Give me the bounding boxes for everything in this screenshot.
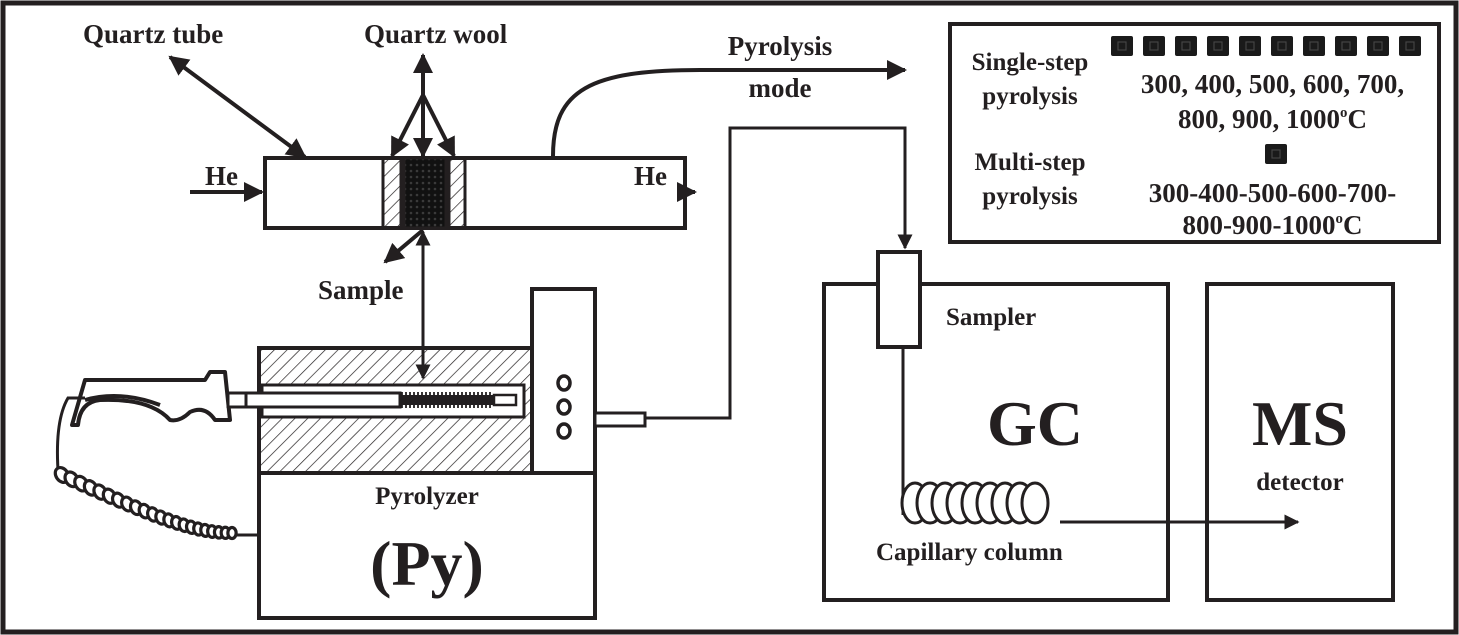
sample-cup-icon [1335,36,1357,56]
sample-cup-icon [1111,36,1133,56]
transfer-line [645,126,913,420]
multi-step-label-line2: pyrolysis [982,183,1078,210]
pyrolysis-mode-label-line2: mode [748,73,812,103]
sample-cup-icon [1143,36,1165,56]
sample-cup-icon [1399,36,1421,56]
indicator-light [556,422,572,440]
pyrolyzer-furnace [241,346,534,475]
probe-handle [70,370,248,427]
probe-cord [55,396,85,471]
ms-label: MS [1252,388,1348,459]
quartz-tube [263,156,687,230]
pyrolysis-mode-box [948,22,1441,244]
cord-loop [226,525,238,541]
probe-tip [492,393,518,407]
degree-symbol: o [1340,105,1348,121]
capillary-column-label: Capillary column [876,539,1063,566]
multi-step-temps-line2: 800-900-1000oC [1110,212,1435,239]
he-outlet-label: He [634,161,667,191]
sample-label: Sample [318,275,404,305]
sample-pointer [383,228,425,264]
pyrolyzer-interface [530,287,597,475]
pyrolysis-mode-arrow [551,60,907,157]
single-step-temps-line1: 300, 400, 500, 600, 700, [1140,69,1405,99]
sample-bed [402,156,448,230]
degree-symbol: o [1335,211,1343,227]
quartz-wool-pointers [390,53,456,158]
multi-step-sample-cups [1265,144,1287,164]
sample-cup-icon [1303,36,1325,56]
temp-unit: C [1347,104,1367,135]
he-inlet-label: He [205,161,238,191]
quartz-tube-label: Quartz tube [83,19,224,49]
probe-heating-coil [400,392,494,408]
single-step-temps-line2: 800, 900, 1000oC [1110,106,1435,133]
single-step-label-line2: pyrolysis [982,83,1078,110]
pyrolyzer-label: Pyrolyzer [375,483,479,510]
py-label: (Py) [370,528,484,599]
quartz-tube-pointer [168,55,307,159]
quartz-wool-left [381,156,403,230]
single-step-label-line1: Single-step [971,49,1089,76]
sampler-label: Sampler [946,304,1037,331]
indicator-light [556,398,572,416]
single-step-sample-cups [1111,36,1421,56]
quartz-wool-label: Quartz wool [364,19,508,49]
column-loop [1020,481,1050,525]
gc-label: GC [987,388,1083,459]
multi-step-label-line1: Multi-step [974,149,1086,176]
sample-cup-icon [1207,36,1229,56]
sample-cup-icon [1239,36,1261,56]
quartz-wool-right [447,156,467,230]
coiled-cord [53,465,238,541]
pyrolyzer-base [257,471,597,620]
sample-cup-icon [1175,36,1197,56]
sample-cup-icon [1367,36,1389,56]
temp-unit: C [1342,210,1363,241]
sample-cup-icon [1271,36,1293,56]
multi-step-temps-line1: 300-400-500-600-700- [1148,178,1397,208]
probe-rod [241,391,402,409]
capillary-column-coil [900,481,1050,525]
detector-label: detector [1256,469,1344,496]
single-step-temps-value: 800, 900, 1000 [1178,104,1341,135]
indicator-light [556,374,572,392]
sampler-injector [876,250,922,349]
multi-step-temps-value: 800-900-1000 [1182,210,1336,241]
transfer-line-port [593,411,647,428]
sample-cup-icon [1265,144,1287,164]
ms-detector [1205,282,1395,602]
pyrolysis-mode-label-line1: Pyrolysis [727,31,833,61]
